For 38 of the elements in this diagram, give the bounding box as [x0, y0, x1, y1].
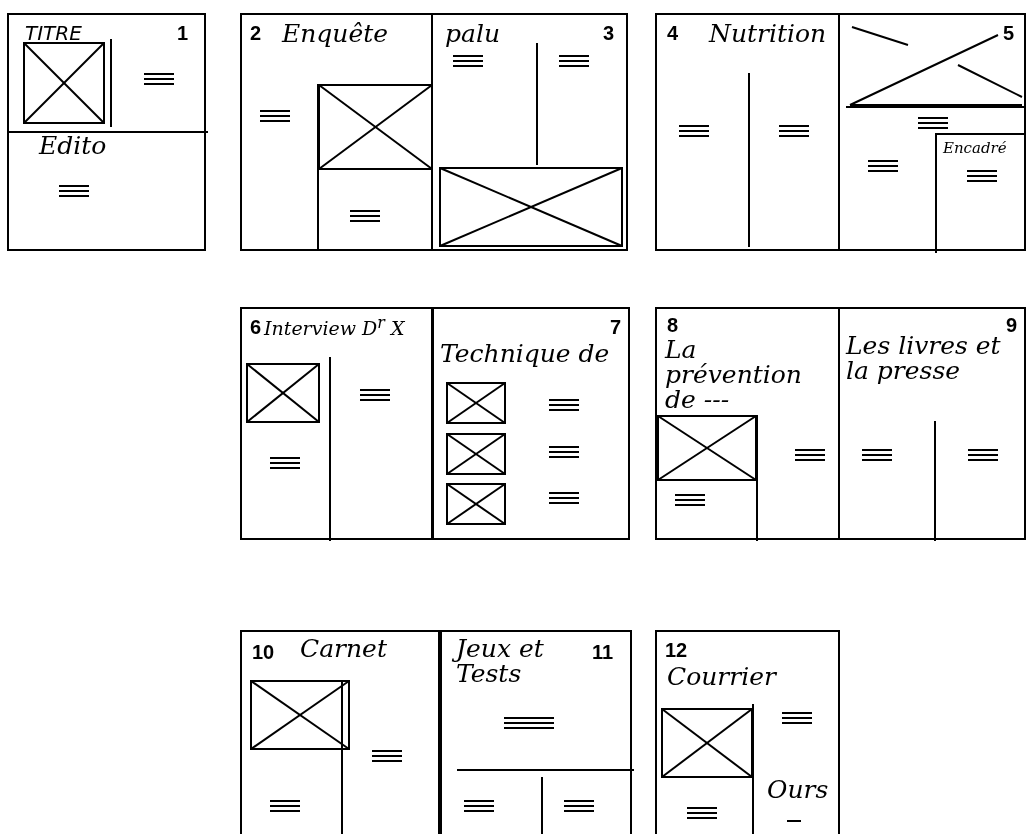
- page-number: 10: [252, 642, 275, 662]
- page-number: 11: [592, 642, 614, 662]
- page-mockup: [240, 307, 433, 540]
- page-number: 8: [667, 315, 679, 335]
- page-mockup: [655, 630, 840, 834]
- section-heading: Encadré: [943, 141, 1007, 156]
- section-heading: TITRE: [25, 23, 82, 43]
- page-mockup: [431, 13, 628, 251]
- page-number: 2: [250, 23, 262, 43]
- page-number: 3: [603, 23, 615, 43]
- page-mockup: [655, 307, 840, 540]
- sidebar-box: [935, 133, 1026, 253]
- section-heading: Interview D$^{r}$ X: [264, 315, 405, 339]
- page-mockup: [240, 13, 433, 251]
- section-heading: La prévention de ---: [665, 337, 803, 412]
- page-number: 4: [667, 23, 679, 43]
- page-number: 1: [177, 23, 189, 43]
- section-heading: Courrier: [667, 664, 776, 689]
- page-mockup: [838, 13, 1026, 251]
- section-heading: Enquête: [282, 21, 389, 46]
- page-number: 6: [250, 317, 262, 337]
- page-mockup: [838, 307, 1026, 540]
- page-number: 12: [665, 640, 688, 660]
- page-mockup: [440, 630, 632, 834]
- page-mockup: [240, 630, 440, 834]
- section-heading: Edito: [39, 133, 107, 158]
- page-number: 7: [610, 317, 622, 337]
- page-mockup: [655, 13, 840, 251]
- section-heading: Ours: [767, 777, 829, 802]
- page-mockup: [7, 13, 206, 251]
- section-heading: palu: [445, 21, 500, 46]
- section-heading: Les livres et la presse: [846, 333, 1002, 383]
- page-mockup: [432, 307, 630, 540]
- page-number: 9: [1006, 315, 1018, 335]
- section-heading: Nutrition: [709, 21, 827, 46]
- page-number: 5: [1003, 23, 1015, 43]
- section-heading: Carnet: [300, 636, 387, 661]
- section-heading: Technique de: [440, 341, 610, 366]
